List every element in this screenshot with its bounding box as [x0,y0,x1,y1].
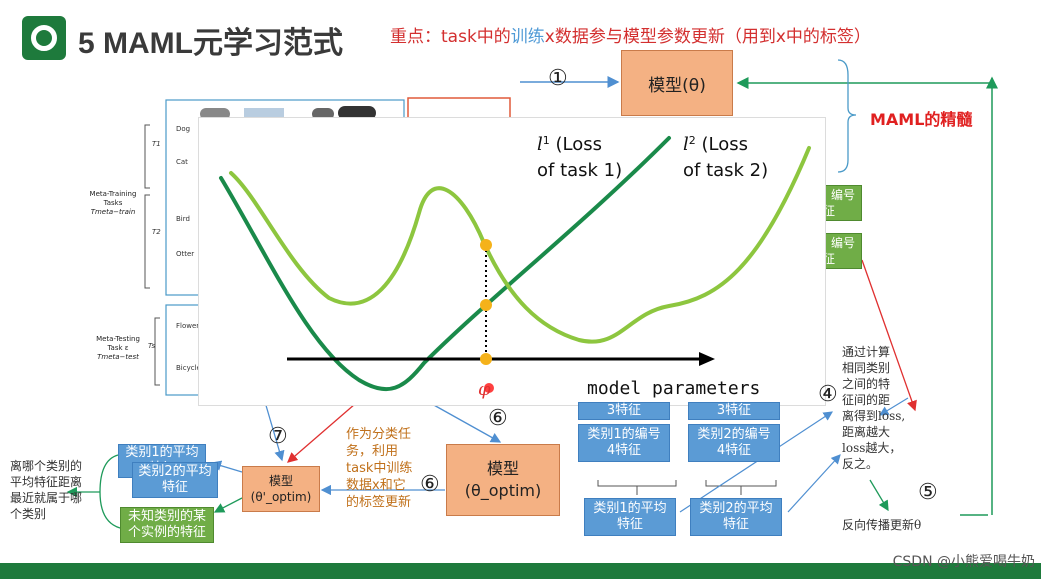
class-dog-label: Dog [176,125,191,133]
loss-landscape-chart: l1 (Loss of task 1) l2 (Loss of task 2) … [198,117,826,406]
class-cat-label: Cat [176,158,188,166]
class2-feature3-box: 3特征 [688,402,780,420]
task-t2-label: T2 [152,228,161,236]
footer-bar [0,563,1041,579]
series-2-label-line2: of task 2) [683,160,768,181]
step-6-marker-a: ⑥ [488,406,508,431]
key-point-note: 重点：task中的训练x数据参与模型参数更新（用到x中的标签） [390,27,871,47]
series-1-label: l1 (Loss [537,134,602,156]
task-t1-label: T1 [152,140,161,148]
phi-marker-dot [484,383,494,393]
class1-avg-feature-box-bottom: 类别1的平均特征 [584,498,676,536]
meta-training-label: Meta-Training Tasks Tmeta−train [89,190,137,216]
step-5-marker: ⑤ [918,480,938,505]
step-4-marker: ④ [818,382,838,407]
class-bicycle-label: Bicycle [176,364,201,372]
class-otter-label: Otter [176,250,195,258]
point-top [480,239,492,251]
x-axis-arrowhead [699,352,715,366]
meta-testing-label: Meta-Testing Task ε Tmeta−test [96,335,140,361]
class2-avg-feature-box-bottom: 类别2的平均特征 [690,498,782,536]
nearest-class-text: 离哪个类别的平均特征距离最近就属于哪个类别 [10,459,83,521]
series-2-label: l2 (Loss [683,134,748,156]
loss-chart-svg: l1 (Loss of task 1) l2 (Loss of task 2) … [219,134,811,400]
class1-feature3-box: 3特征 [578,402,670,420]
series-1-curve [219,136,671,391]
car-thumbnail [338,106,376,120]
task-ts-label: Ts [148,342,156,350]
series-1-label-line2: of task 1) [537,160,622,181]
point-axis [480,353,492,365]
model-theta-prime-optim-box: 模型(θ'_optim) [242,466,320,512]
step-6-marker-b: ⑥ [420,472,440,497]
page-title: 5 MAML元学习范式 [78,27,343,60]
step-1-marker: ① [548,66,568,91]
class-flower-label: Flower [176,322,200,330]
x-axis-label: model parameters [587,378,760,399]
class2-avg-feature-box: 类别2的平均特征 [132,462,218,498]
phi-marker-label: φ [478,379,491,400]
point-middle [480,299,492,311]
backprop-text: 反向传播更新θ [842,518,922,532]
model-theta-box: 模型(θ) [621,50,733,116]
class-bird-label: Bird [176,215,190,223]
watermark: CSDN @小熊爱喝牛奶 [892,554,1035,570]
maml-essence-label: MAML的精髓 [870,110,973,129]
logo-icon [22,16,66,60]
unknown-instance-feature-box: 未知类别的某个实例的特征 [120,507,214,543]
step-7-marker: ⑦ [268,424,288,449]
model-theta-optim-box: 模型(θ_optim) [446,444,560,516]
